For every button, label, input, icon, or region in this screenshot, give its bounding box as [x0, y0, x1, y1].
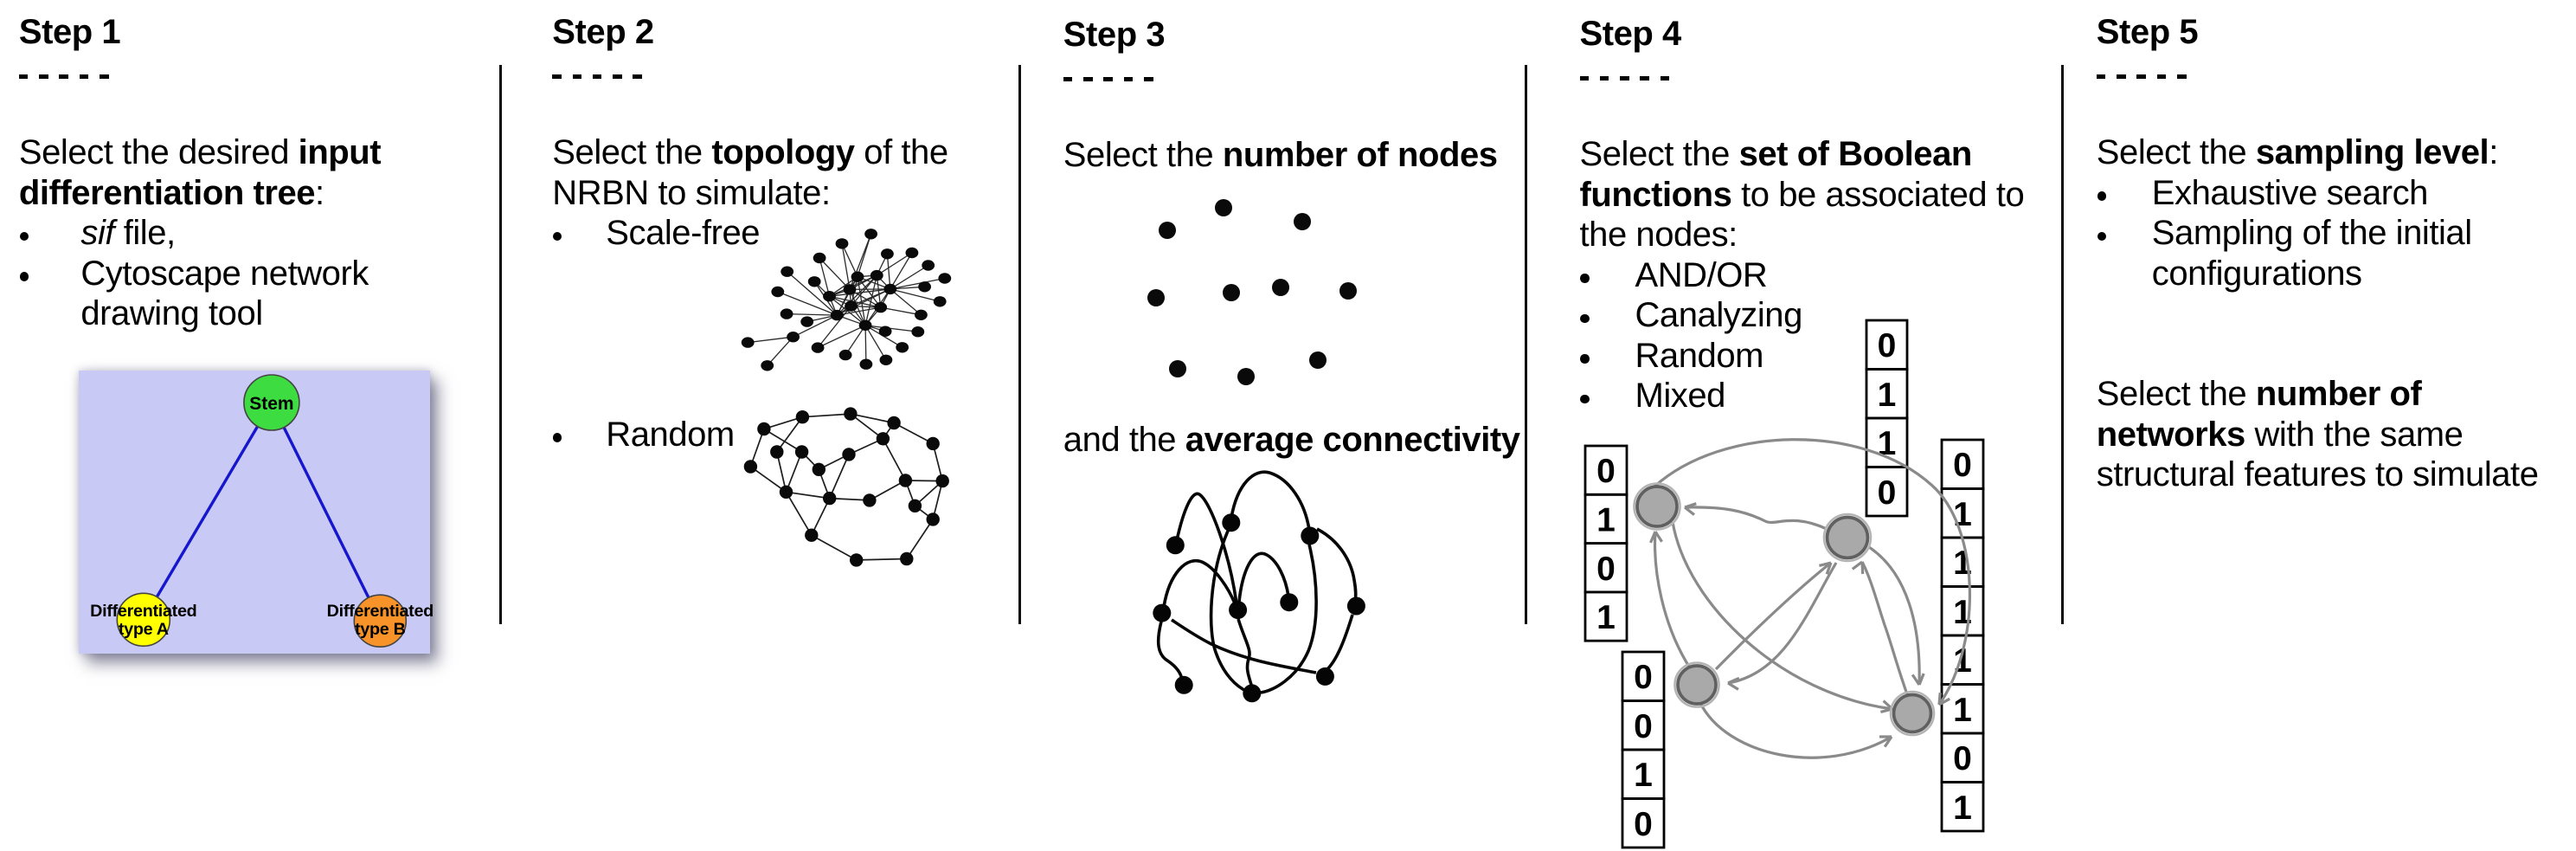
svg-text:0: 0	[1878, 474, 1897, 512]
svg-text:Stem: Stem	[249, 394, 293, 414]
svg-text:1: 1	[1878, 425, 1897, 462]
svg-text:1: 1	[1878, 377, 1897, 414]
svg-text:1: 1	[1953, 496, 1972, 533]
svg-text:type B: type B	[355, 620, 406, 639]
svg-text:1: 1	[1596, 599, 1616, 636]
svg-text:0: 0	[1953, 740, 1972, 777]
svg-text:1: 1	[1596, 501, 1616, 538]
svg-text:0: 0	[1596, 551, 1616, 588]
svg-text:0: 0	[1634, 659, 1653, 696]
svg-text:1: 1	[1634, 757, 1653, 794]
svg-text:0: 0	[1878, 327, 1897, 364]
svg-text:1: 1	[1953, 790, 1972, 827]
svg-text:1: 1	[1953, 692, 1972, 729]
svg-text:type A: type A	[119, 620, 169, 639]
svg-text:Differentiated: Differentiated	[90, 602, 196, 621]
svg-text:0: 0	[1634, 806, 1653, 843]
svg-text:0: 0	[1634, 708, 1653, 745]
svg-text:Differentiated: Differentiated	[327, 602, 434, 621]
svg-text:0: 0	[1953, 447, 1972, 484]
svg-text:0: 0	[1596, 453, 1616, 490]
